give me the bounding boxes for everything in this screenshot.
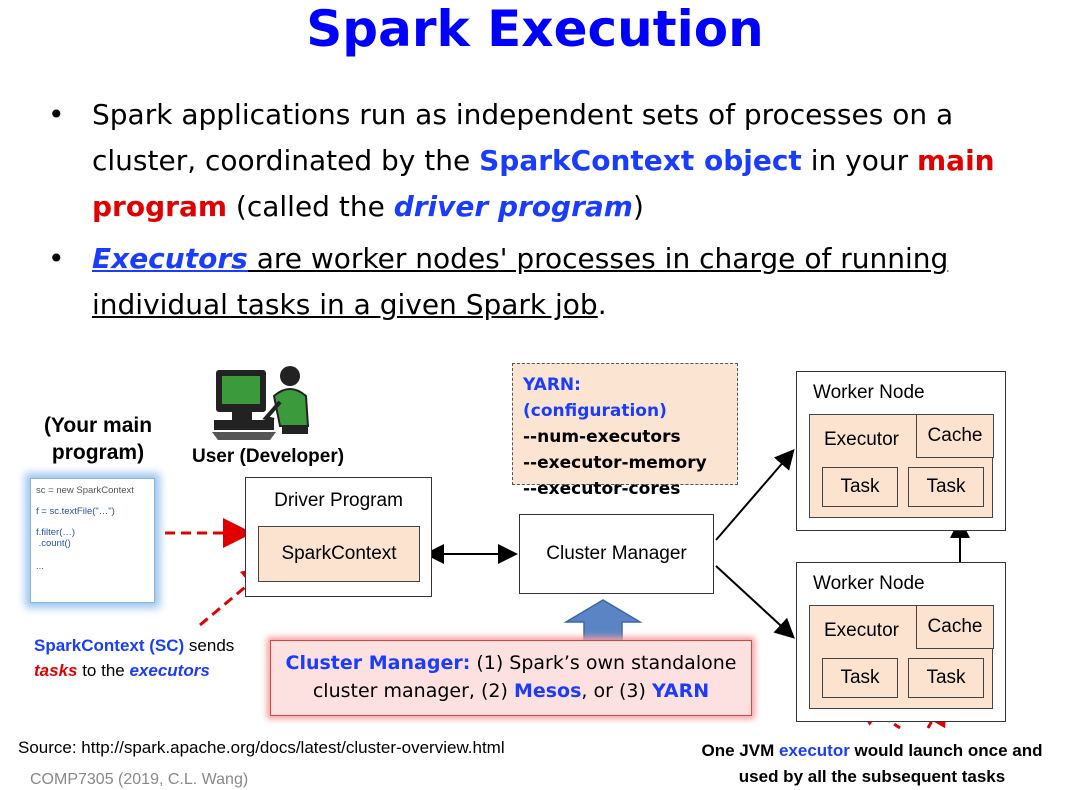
bullet-2-period: . (597, 288, 607, 321)
cm-note-text-c: , or (3) (581, 680, 652, 702)
bullet-1-main-program: main program (92, 144, 995, 223)
executor-2-label: Executor (824, 620, 899, 641)
footer-text: COMP7305 (2019, C.L. Wang) (30, 771, 249, 788)
yarn-option: --num-executors (523, 427, 681, 447)
cm-note-yarn: YARN (651, 680, 710, 702)
bullet-dot-icon: • (48, 242, 65, 275)
cm-note-text-a: (1) Spark’s own standalone (470, 652, 737, 674)
worker-node-1-label: Worker Node (813, 382, 925, 403)
bullet-1: • Spark applications run as independent … (40, 92, 1050, 230)
cm-worker1-arrow (715, 448, 795, 541)
bullet-1-text-b: in your (801, 144, 917, 177)
user-developer-icon (212, 366, 310, 440)
sc-note-to: to the (77, 661, 130, 680)
sc-note-executors: executors (129, 661, 210, 680)
source-citation: Source: http://spark.apache.org/docs/lat… (18, 738, 505, 757)
executor-2-box: Executor Cache Task Task (809, 605, 994, 709)
code-line: ... (36, 561, 44, 572)
worker-node-2-label: Worker Node (813, 573, 925, 594)
code-line: .count() (36, 538, 71, 549)
main-program-label: (Your main program) (43, 414, 153, 464)
cluster-manager-box: Cluster Manager (519, 514, 714, 594)
code-line: f = sc.textFile("…") (36, 506, 115, 517)
sc-note-tasks: tasks (34, 661, 78, 680)
sc-note: SparkContext (SC) sends tasks to the exe… (34, 633, 234, 683)
task-2b-box: Task (908, 658, 984, 698)
yarn-option: --executor-cores (523, 479, 681, 499)
yarn-config-box: YARN: (configuration) --num-executors --… (512, 363, 738, 499)
jvm-note: One JVM executor would launch once and u… (676, 738, 1068, 790)
yarn-option: --executor-memory (523, 453, 707, 473)
bullet-list: • Spark applications run as independent … (40, 92, 1050, 328)
cluster-manager-note: Cluster Manager: (1) Spark’s own standal… (270, 640, 752, 716)
executor-1-box: Executor Cache Task Task (809, 414, 994, 518)
cm-note-mesos: Mesos (513, 680, 582, 702)
executor-1-label: Executor (824, 429, 899, 450)
cache-2-box: Cache (916, 605, 994, 649)
sparkcontext-box: SparkContext (258, 526, 420, 582)
cm-worker2-arrow (715, 565, 795, 639)
bullet-1-driver-program: driver program (393, 190, 633, 223)
bullet-2-text: are worker nodes' processes in charge of… (92, 242, 949, 321)
slide-title: Spark Execution (306, 0, 764, 58)
jvm-note-text-a: One JVM (701, 741, 779, 760)
yarn-title: YARN: (configuration) (523, 375, 667, 421)
jvm-note-text-c: used by all the subsequent tasks (738, 767, 1006, 786)
bullet-dot-icon: • (48, 98, 65, 131)
task-2a-box: Task (822, 658, 898, 698)
worker-node-2: Worker Node Executor Cache Task Task (796, 562, 1006, 722)
task-1a-box: Task (822, 467, 898, 507)
jvm-note-executor: executor (778, 741, 850, 760)
cluster-manager-up-arrow (563, 599, 643, 641)
bullet-1-text-a: Spark applications run as independent se… (92, 98, 954, 177)
code-snippet-box: sc = new SparkContext f = sc.textFile("…… (30, 478, 155, 603)
driver-program-box: Driver Program SparkContext (245, 477, 432, 597)
bullet-1-sparkcontext: SparkContext object (479, 144, 802, 177)
code-line: f.filter(…) (36, 527, 76, 538)
user-developer-label: User (Developer) (192, 446, 345, 467)
sc-note-sends: sends (184, 636, 235, 655)
cm-note-title: Cluster Manager: (285, 652, 471, 674)
driver-program-label: Driver Program (274, 490, 403, 511)
bullet-1-text-c: (called the (227, 190, 394, 223)
jvm-note-text-b: would launch once and (849, 741, 1043, 760)
bullet-1-text-d: ) (632, 190, 644, 223)
code-line: sc = new SparkContext (36, 485, 134, 496)
bullet-2: • Executors are worker nodes' processes … (40, 236, 1050, 328)
worker-node-1: Worker Node Executor Cache Task Task (796, 371, 1006, 531)
cache-1-box: Cache (916, 414, 994, 458)
task-1b-box: Task (908, 467, 984, 507)
bullet-2-executors: Executors (92, 242, 248, 275)
sc-note-sparkcontext: SparkContext (SC) (34, 636, 185, 655)
cm-note-text-b: cluster manager, (2) (312, 680, 514, 702)
